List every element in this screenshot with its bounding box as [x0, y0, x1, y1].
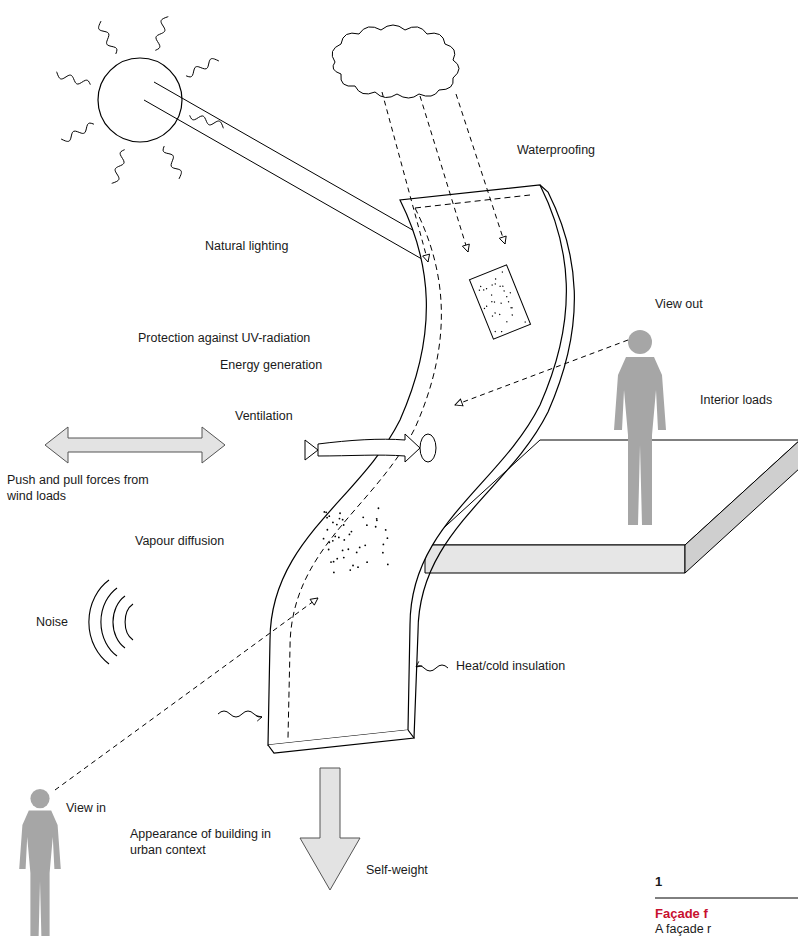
label-text: Heat/cold insulation: [456, 658, 565, 674]
label-text: A façade r: [655, 921, 711, 936]
noise-arcs: [89, 580, 133, 664]
label-text: Noise: [36, 614, 68, 630]
label-text: Energy generation: [220, 357, 322, 373]
view-lines: [55, 340, 628, 790]
label-text: Self-weight: [366, 862, 428, 878]
label-text: Appearance of building in urban context: [130, 826, 290, 859]
label-text: 1: [655, 874, 662, 891]
cloud: [332, 25, 459, 98]
label-text: Push and pull forces from wind loads: [7, 472, 152, 505]
self-weight-arrow: [300, 768, 360, 890]
heat-arrows: [218, 665, 448, 717]
vapour-dots: [323, 507, 389, 573]
label-text: Vapour diffusion: [135, 533, 224, 549]
wind-arrow: [45, 427, 225, 463]
label-text: Protection against UV-radiation: [138, 330, 310, 346]
label-text: Ventilation: [235, 408, 293, 424]
rain-arrows: [382, 92, 505, 262]
label-text: View out: [655, 296, 703, 312]
label-text: Natural lighting: [205, 238, 288, 254]
label-text: Interior loads: [700, 392, 772, 408]
facade-sheet: [268, 185, 574, 753]
label-text: Façade f: [655, 906, 708, 923]
caption-rule: [655, 898, 798, 899]
person-outside: [19, 789, 61, 936]
person-inside: [614, 330, 666, 525]
solar-panel: [469, 265, 530, 339]
sun: [57, 17, 224, 184]
label-text: Waterproofing: [517, 142, 595, 158]
ventilation-arrow: [305, 434, 436, 462]
label-text: View in: [66, 800, 106, 816]
